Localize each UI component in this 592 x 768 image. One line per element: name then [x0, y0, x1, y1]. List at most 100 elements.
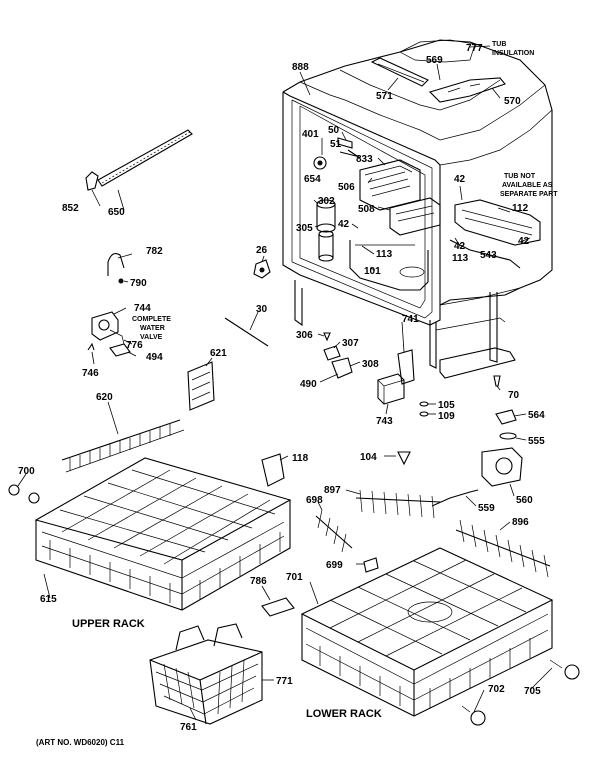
rod-30: [224, 317, 269, 347]
leader-lines: [17, 45, 553, 721]
part-labels: 777 TUB INSULATION 569 888 571 570 401 5…: [18, 41, 558, 733]
label-101: 101: [364, 266, 381, 277]
label-305: 305: [296, 223, 313, 234]
hose-782: [107, 253, 125, 276]
bracket-621: [187, 361, 215, 411]
part-26: [253, 259, 271, 279]
clip-852: [85, 171, 99, 191]
label-308: 308: [362, 359, 379, 370]
label-560: 560: [516, 495, 533, 506]
label-490: 490: [300, 379, 317, 390]
label-698: 698: [306, 495, 323, 506]
label-26: 26: [256, 245, 268, 256]
screw-790: [118, 278, 124, 284]
note-tub-insulation-2: INSULATION: [492, 50, 534, 57]
axle-702: [461, 705, 471, 713]
label-42b: 42: [454, 174, 466, 185]
bracket-494: [109, 343, 131, 357]
label-555: 555: [528, 436, 545, 447]
label-650: 650: [108, 207, 125, 218]
tub-assembly: [282, 39, 553, 379]
label-744: 744: [134, 303, 151, 314]
label-543: 543: [480, 250, 497, 261]
label-569: 569: [426, 55, 443, 66]
label-743: 743: [376, 416, 393, 427]
note-complete-1: COMPLETE: [132, 316, 171, 323]
label-50: 50: [328, 125, 340, 136]
gasket-strip-650: [97, 129, 193, 187]
wheel-702: [470, 710, 486, 726]
pump-560: [481, 447, 523, 487]
label-508: 508: [358, 204, 375, 215]
note-complete-3: VALVE: [140, 334, 163, 341]
label-42d: 42: [518, 236, 530, 247]
upper-rack: [34, 457, 292, 611]
label-701: 701: [286, 572, 303, 583]
wheel-700b: [28, 492, 40, 504]
label-782: 782: [146, 246, 163, 257]
label-401: 401: [302, 129, 319, 140]
part-308: [331, 357, 353, 379]
part-699: [363, 557, 379, 573]
label-771: 771: [276, 676, 293, 687]
label-51: 51: [330, 139, 342, 150]
label-307: 307: [342, 338, 359, 349]
art-number: (ART NO. WD6020) C11: [36, 738, 125, 747]
label-620: 620: [96, 392, 113, 403]
label-105: 105: [438, 400, 455, 411]
note-tub-not-3: SEPARATE PART: [500, 191, 558, 198]
label-897: 897: [324, 485, 341, 496]
note-tub-insulation-1: TUB: [492, 41, 506, 48]
label-42a: 42: [338, 219, 350, 230]
label-700: 700: [18, 466, 35, 477]
water-valve-744: [91, 311, 125, 345]
ring-555: [499, 432, 517, 440]
label-790: 790: [130, 278, 147, 289]
tine-row-620: [61, 419, 185, 473]
caption-lower-rack: LOWER RACK: [306, 708, 382, 720]
screw-746: [87, 342, 95, 351]
part-307: [323, 345, 341, 361]
note-tub-not-1: TUB NOT: [504, 173, 536, 180]
bracket-741: [397, 349, 415, 385]
label-306: 306: [296, 330, 313, 341]
label-113b: 113: [452, 253, 469, 264]
wheel-705: [564, 664, 580, 680]
label-702: 702: [488, 684, 505, 695]
label-777: 777: [466, 43, 483, 54]
label-654: 654: [304, 174, 321, 185]
label-109: 109: [438, 411, 455, 422]
label-70: 70: [508, 390, 520, 401]
label-776: 776: [126, 340, 143, 351]
label-571: 571: [376, 91, 393, 102]
silverware-basket: [149, 623, 263, 725]
part-564: [495, 409, 517, 425]
label-570: 570: [504, 96, 521, 107]
fastener-104: [397, 451, 411, 466]
note-tub-not-2: AVAILABLE AS: [502, 182, 553, 189]
label-705: 705: [524, 686, 541, 697]
label-833: 833: [356, 154, 373, 165]
part-786: [261, 597, 295, 617]
label-506: 506: [338, 182, 355, 193]
label-564: 564: [528, 410, 545, 421]
label-746: 746: [82, 368, 99, 379]
washer-105: [419, 401, 429, 407]
label-615: 615: [40, 594, 57, 605]
label-104: 104: [360, 452, 377, 463]
label-42c: 42: [454, 241, 466, 252]
part-118: [261, 453, 285, 487]
label-112: 112: [512, 203, 529, 214]
label-852: 852: [62, 203, 79, 214]
label-786: 786: [250, 576, 267, 587]
label-741: 741: [402, 314, 419, 325]
lower-rack: [300, 547, 554, 717]
box-743: [377, 373, 405, 405]
label-761: 761: [180, 722, 197, 733]
screw-306: [323, 332, 331, 342]
label-896: 896: [512, 517, 529, 528]
label-494: 494: [146, 352, 163, 363]
wheel-700a: [8, 484, 20, 496]
washer-109: [419, 411, 429, 417]
label-118: 118: [292, 453, 309, 464]
